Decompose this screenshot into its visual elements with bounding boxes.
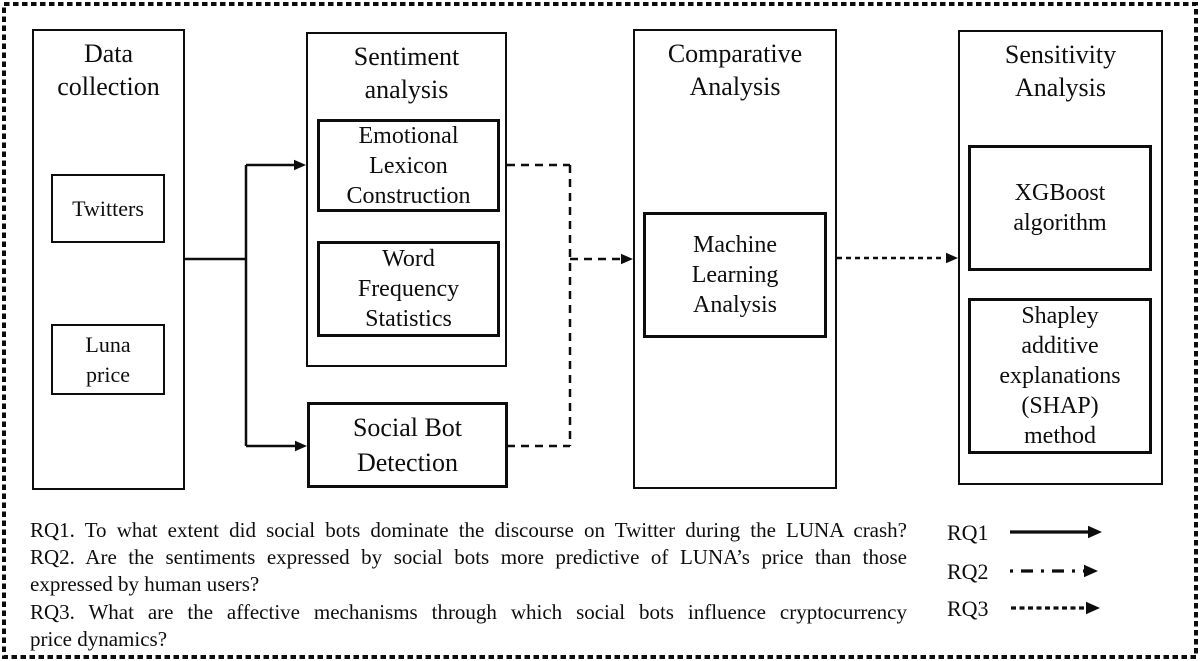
box-label-line: Learning xyxy=(691,262,779,288)
box-label-line: explanations xyxy=(999,363,1121,389)
box-label-line: Frequency xyxy=(357,276,460,302)
legend-rq1-arrowhead xyxy=(1088,525,1102,539)
box-luna-price-label: price xyxy=(86,361,130,387)
research-questions-block: RQ1. To what extent did social bots domi… xyxy=(30,517,907,653)
box-label-line: Emotional xyxy=(358,122,459,149)
box-emotional-lexicon-construction: Emotional Lexicon Construction xyxy=(317,119,500,212)
box-label-line: XGBoost xyxy=(1014,180,1106,206)
stage-title-sentiment-analysis: Sentiment analysis xyxy=(308,34,505,106)
box-label-line: Detection xyxy=(356,448,459,477)
box-label-line: (SHAP) xyxy=(1021,393,1099,419)
box-label-line: additive xyxy=(1021,333,1099,359)
title-line: Data xyxy=(83,39,134,68)
arrowhead-into-emotional-lexicon xyxy=(294,159,306,171)
stage-title-sensitivity-analysis: Sensitivity Analysis xyxy=(960,32,1161,104)
rq2-text-line1: RQ2. Are the sentiments expressed by soc… xyxy=(30,545,907,570)
legend-rq3-arrowhead xyxy=(1086,601,1100,615)
stage-title-comparative-analysis: Comparative Analysis xyxy=(635,31,835,103)
rq2-text-line2: expressed by human users? xyxy=(30,572,260,597)
legend-label-rq3: RQ3 xyxy=(947,596,989,621)
title-line: Sensitivity xyxy=(1004,40,1117,69)
stage-title-data-collection: Data collection xyxy=(34,31,183,103)
box-label-line: method xyxy=(1024,423,1096,449)
title-line: Analysis xyxy=(1015,73,1106,102)
box-label-line: algorithm xyxy=(1013,210,1107,236)
box-label-line: Word xyxy=(382,246,435,272)
box-label-line: Social Bot xyxy=(352,413,463,442)
rq2-dashed-connector xyxy=(507,163,620,448)
box-label-line: Analysis xyxy=(693,292,777,318)
arrowhead-into-sensitivity xyxy=(946,252,958,264)
rq3-text-line2: price dynamics? xyxy=(30,626,168,651)
title-line: analysis xyxy=(364,75,449,104)
box-label-line: Shapley xyxy=(1021,303,1099,329)
box-label-line: Statistics xyxy=(365,306,452,332)
title-line: collection xyxy=(57,72,160,101)
stage-data-collection: Data collection xyxy=(32,29,185,490)
legend-label-rq1: RQ1 xyxy=(947,520,989,545)
box-luna-price-label: Luna xyxy=(85,331,131,357)
arrowhead-into-social-bot xyxy=(295,440,307,452)
box-label-line: Construction xyxy=(346,182,471,209)
rq1-text: RQ1. To what extent did social bots domi… xyxy=(30,518,907,542)
box-machine-learning-analysis: Machine Learning Analysis xyxy=(643,212,827,338)
legend-rq2-arrowhead xyxy=(1084,564,1098,578)
box-label-line: Machine xyxy=(693,232,777,258)
title-line: Comparative xyxy=(667,39,803,68)
box-twitters-label: Twitters xyxy=(72,195,144,221)
box-shap-method: Shapley additive explanations (SHAP) met… xyxy=(968,298,1152,454)
legend-label-rq2: RQ2 xyxy=(947,559,989,584)
arrowhead-into-comparative xyxy=(621,253,633,265)
box-twitters: Twitters xyxy=(51,174,165,243)
box-label-line: Lexicon xyxy=(369,152,448,179)
box-word-frequency-statistics: Word Frequency Statistics xyxy=(317,241,500,337)
box-xgboost-algorithm: XGBoost algorithm xyxy=(968,145,1152,271)
box-social-bot-detection: Social Bot Detection xyxy=(307,402,508,488)
title-line: Analysis xyxy=(689,72,781,101)
box-luna-price: Luna price xyxy=(51,324,165,395)
rq1-solid-connector xyxy=(185,163,295,448)
title-line: Sentiment xyxy=(353,42,460,71)
rq3-text-line1: RQ3. What are the affective mechanisms t… xyxy=(30,599,907,624)
